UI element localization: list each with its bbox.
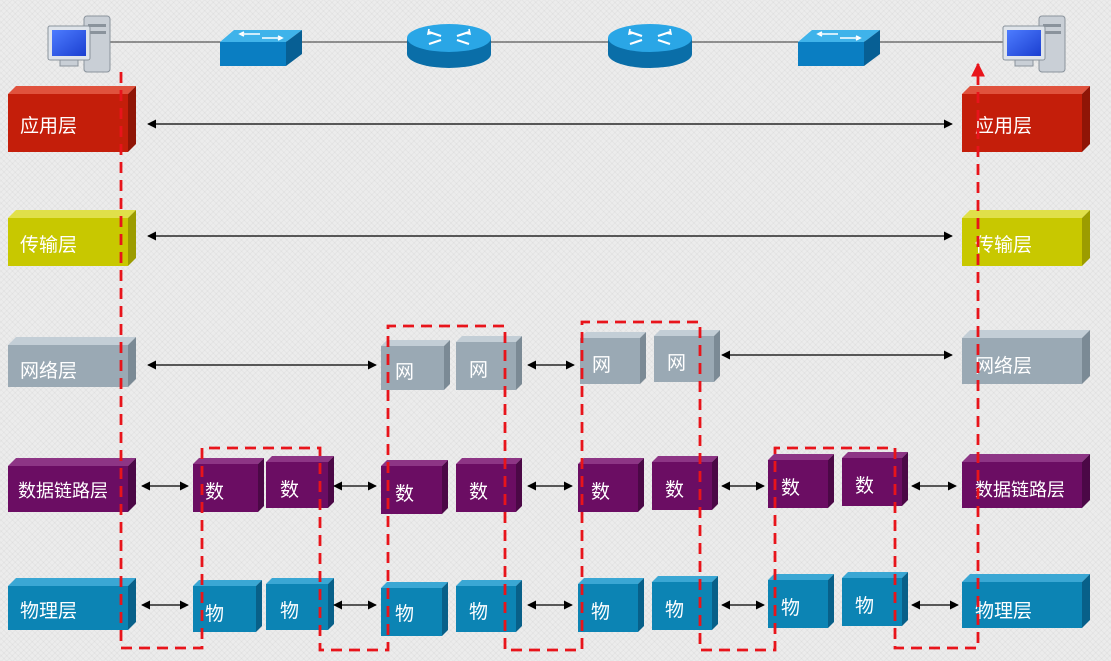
switch-icon [798, 30, 880, 66]
block-label: 网 [592, 354, 611, 376]
switch-1-datalink-in: 数 [193, 458, 264, 512]
switch-2-datalink-in: 数 [768, 454, 834, 508]
layer-label: 传输层 [20, 234, 77, 256]
layer-block-physical-left: 物理层 [8, 578, 136, 630]
layer-label: 应用层 [20, 115, 77, 137]
block-label: 物 [591, 601, 610, 623]
layer-block-transport-left: 传输层 [8, 210, 136, 266]
router-1-network-in: 网 [381, 340, 450, 390]
block-label: 网 [667, 352, 686, 374]
switch-icon [220, 30, 302, 66]
block-label: 物 [395, 603, 414, 625]
block-label: 数 [855, 475, 874, 497]
block-label: 物 [781, 597, 800, 619]
router-1-datalink-in: 数 [381, 460, 448, 514]
layer-block-network-left: 网络层 [8, 337, 136, 387]
block-label: 物 [665, 599, 684, 621]
layer-label: 网络层 [975, 355, 1032, 377]
layer-block-application-left: 应用层 [8, 86, 136, 152]
router-2-physical-out: 物 [652, 576, 718, 630]
block-label: 数 [205, 481, 224, 503]
block-label: 物 [855, 595, 874, 617]
computer-icon [47, 15, 111, 73]
router-2-physical-in: 物 [578, 578, 644, 632]
block-label: 数 [280, 479, 299, 501]
data-flow-path [119, 62, 985, 652]
router-1-physical-out: 物 [456, 580, 522, 632]
layer-label: 数据链路层 [18, 481, 108, 502]
layer-label: 网络层 [20, 360, 77, 382]
router-icon [608, 24, 692, 68]
block-label: 网 [469, 359, 488, 381]
block-label: 物 [205, 603, 224, 625]
block-label: 物 [280, 600, 299, 622]
switch-1-datalink-out: 数 [266, 456, 334, 508]
layer-label: 物理层 [20, 600, 77, 622]
layer-block-datalink-right: 数据链路层 [962, 454, 1090, 508]
router-1-datalink-out: 数 [456, 458, 522, 512]
router-2-datalink-out: 数 [652, 456, 718, 510]
switch-1-physical-out: 物 [266, 578, 334, 630]
layer-block-datalink-left: 数据链路层 [8, 458, 136, 512]
switch-2-physical-out: 物 [842, 572, 908, 626]
block-label: 数 [591, 481, 610, 503]
layer-label: 传输层 [975, 234, 1032, 256]
layer-label: 应用层 [975, 115, 1032, 137]
block-label: 数 [781, 477, 800, 499]
switch-2-datalink-out: 数 [842, 452, 908, 506]
layer-label: 物理层 [975, 600, 1032, 622]
router-1-physical-in: 物 [381, 582, 448, 636]
layer-block-physical-right: 物理层 [962, 574, 1090, 628]
block-label: 物 [469, 601, 488, 623]
switch-2-physical-in: 物 [768, 574, 834, 628]
layer-label: 数据链路层 [975, 480, 1065, 501]
router-2-network-in: 网 [580, 332, 646, 384]
computer-icon [1002, 15, 1066, 73]
block-label: 数 [469, 481, 488, 503]
block-label: 数 [395, 483, 414, 505]
block-label: 数 [665, 479, 684, 501]
layer-block-network-right: 网络层 [962, 330, 1090, 384]
router-1-network-out: 网 [456, 336, 522, 390]
router-2-datalink-in: 数 [578, 458, 644, 512]
layer-block-transport-right: 传输层 [962, 210, 1090, 266]
block-label: 网 [395, 361, 414, 383]
router-icon [407, 24, 491, 68]
switch-1-physical-in: 物 [193, 580, 262, 632]
layer-block-application-right: 应用层 [962, 86, 1090, 152]
router-2-network-out: 网 [654, 330, 720, 382]
